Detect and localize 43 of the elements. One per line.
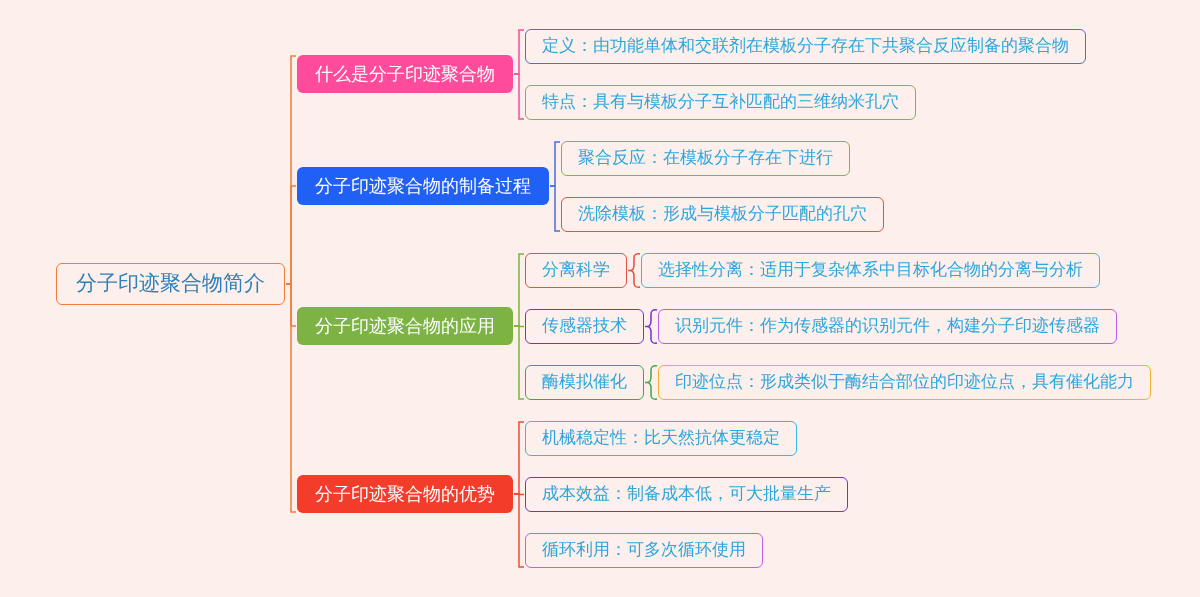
detail-box [525,420,797,456]
detail-label: 选择性分离：适用于复杂体系中目标化合物的分离与分析 [658,260,1083,280]
branch-label: 分子印迹聚合物的制备过程 [315,175,531,197]
detail-box [525,308,644,344]
brace-connector [644,309,658,344]
detail-label: 聚合反应：在模板分子存在下进行 [578,148,833,168]
brace-connector [627,253,641,288]
detail-box [658,308,1117,344]
detail-label: 识别元件：作为传感器的识别元件，构建分子印迹传感器 [675,316,1100,336]
branch-box [297,475,513,513]
branch-box [297,307,513,345]
bracket-connector [513,493,525,568]
branch-box [297,167,549,205]
bracket-connector [513,325,525,400]
branch-label: 分子印迹聚合物的应用 [315,315,495,337]
detail-label: 传感器技术 [542,316,627,336]
bracket-connector [513,73,525,120]
topic-label: 分子印迹聚合物简介 [76,271,265,297]
detail-label: 成本效益：制备成本低，可大批量生产 [542,484,831,504]
detail-box [525,84,916,120]
detail-box [658,364,1151,400]
detail-box [561,140,850,176]
detail-box [561,196,884,232]
bracket-connector [549,185,561,232]
detail-label: 循环利用：可多次循环使用 [542,540,746,560]
detail-label: 分离科学 [542,260,610,280]
branch-box [297,55,513,93]
detail-box [525,476,848,512]
detail-label: 印迹位点：形成类似于酶结合部位的印迹位点，具有催化能力 [675,372,1134,392]
detail-label: 定义：由功能单体和交联剂在模板分子存在下共聚合反应制备的聚合物 [542,36,1069,56]
detail-label: 机械稳定性：比天然抗体更稳定 [542,428,780,448]
branch-label: 分子印迹聚合物的优势 [315,483,495,505]
detail-box [641,252,1100,288]
detail-box [525,28,1086,64]
brace-connector [644,365,658,400]
detail-label: 洗除模板：形成与模板分子匹配的孔穴 [578,204,867,224]
detail-label: 特点：具有与模板分子互补匹配的三维纳米孔穴 [542,92,899,112]
branch-label: 什么是分子印迹聚合物 [315,63,495,85]
detail-box [525,532,763,568]
detail-box [525,364,644,400]
detail-box [525,252,627,288]
detail-label: 酶模拟催化 [542,372,627,392]
topic-box [56,263,285,305]
